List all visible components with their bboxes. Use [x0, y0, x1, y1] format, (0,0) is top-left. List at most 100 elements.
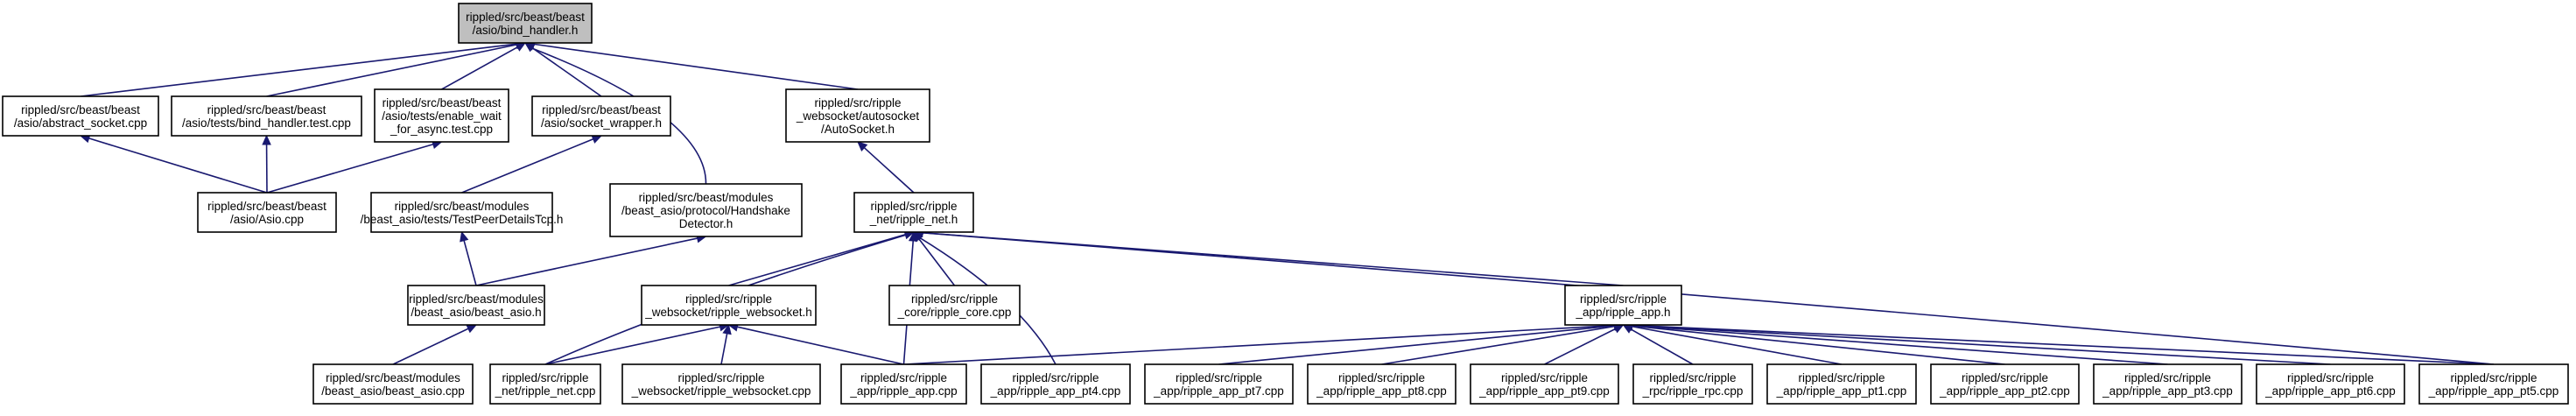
node-ripple-app-pt1-cpp[interactable]: rippled/src/ripple_app/ripple_app_pt1.cp…	[1766, 363, 1917, 405]
node-ripple-app-pt7-cpp[interactable]: rippled/src/ripple_app/ripple_app_pt7.cp…	[1144, 363, 1294, 405]
node-label-line: _rpc/ripple_rpc.cpp	[1642, 384, 1744, 398]
node-label-line: rippled/src/beast/modules	[326, 371, 460, 384]
edge-ripple-app-cpp-to-ripple-app-h	[903, 324, 1615, 365]
node-label-line: /asio/tests/bind_handler.test.cpp	[182, 116, 351, 130]
node-label-line: /asio/Asio.cpp	[230, 213, 304, 226]
edge-ripple-net-h-to-autosocket-h	[863, 147, 915, 194]
node-label-line: /AutoSocket.h	[821, 123, 895, 136]
node-label-line: _websocket/ripple_websocket.cpp	[631, 384, 811, 398]
node-label-line: _net/ripple_net.h	[869, 213, 958, 226]
node-handshake-h[interactable]: rippled/src/beast/modules/beast_asio/pro…	[609, 183, 803, 237]
arrowhead	[466, 324, 478, 334]
node-box	[458, 3, 593, 44]
arrowhead	[722, 323, 732, 335]
node-bind-handler-h[interactable]: rippled/src/beast/beast/asio/bind_handle…	[458, 3, 593, 44]
node-label-line: rippled/src/beast/modules	[639, 191, 774, 204]
node-ripple-app-pt6-cpp[interactable]: rippled/src/ripple_app/ripple_app_pt6.cp…	[2256, 363, 2405, 405]
edge-ripple-app-pt7-cpp-to-ripple-app-h	[1218, 325, 1615, 365]
nodes-layer: rippled/src/beast/beast/asio/bind_handle…	[2, 3, 2569, 405]
arrowhead	[515, 42, 527, 52]
node-label-line: rippled/src/ripple	[2124, 371, 2211, 384]
node-box	[888, 285, 1021, 326]
node-ripple-app-cpp[interactable]: rippled/src/ripple_app/ripple_app.cpp	[840, 363, 967, 405]
node-label-line: rippled/src/ripple	[814, 96, 901, 109]
node-box	[853, 192, 974, 233]
node-ripple-websocket-h[interactable]: rippled/src/ripple_websocket/ripple_webs…	[641, 285, 817, 326]
node-ripple-net-h[interactable]: rippled/src/ripple_net/ripple_net.h	[853, 192, 974, 233]
edge-enable-wait-cpp-to-bind-handler-h	[441, 46, 518, 90]
edge-beast-asio-h-to-handshake-h	[475, 237, 698, 286]
node-box	[1470, 363, 1619, 405]
node-box	[374, 88, 509, 143]
node-ripple-app-pt8-cpp[interactable]: rippled/src/ripple_app/ripple_app_pt8.cp…	[1307, 363, 1456, 405]
node-ripple-app-h[interactable]: rippled/src/ripple_app/ripple_app.h	[1564, 285, 1682, 326]
edge-bind-handler-test-cpp-to-bind-handler-h	[266, 44, 517, 97]
node-box	[621, 363, 821, 405]
edge-socket-wrapper-h-to-bind-handler-h	[531, 47, 602, 97]
node-label-line: /asio/bind_handler.h	[473, 24, 579, 37]
edge-beast-asio-cpp-to-beast-asio-h	[392, 328, 469, 365]
edge-ripple-app-pt6-cpp-to-ripple-app-h	[1632, 324, 2331, 365]
node-ripple-app-pt2-cpp[interactable]: rippled/src/ripple_app/ripple_app_pt2.cp…	[1930, 363, 2080, 405]
node-label-line: rippled/src/ripple	[1012, 371, 1098, 384]
node-label-line: /beast_asio/tests/TestPeerDetailsTcp.h	[361, 213, 564, 226]
node-label-line: _app/ripple_app_pt8.cpp	[1316, 384, 1447, 398]
node-box	[171, 95, 362, 137]
edge-ripple-app-pt8-cpp-to-ripple-app-h	[1381, 325, 1615, 365]
edge-ripple-app-pt1-cpp-to-ripple-app-h	[1632, 325, 1843, 365]
edge-ripple-core-cpp-to-ripple-net-h	[918, 238, 956, 286]
node-box	[1307, 363, 1456, 405]
node-ripple-app-pt9-cpp[interactable]: rippled/src/ripple_app/ripple_app_pt9.cp…	[1470, 363, 1619, 405]
node-label-line: _websocket/autosocket	[796, 109, 920, 123]
node-label-line: _app/ripple_app_pt1.cpp	[1776, 384, 1907, 398]
edge-abstract-socket-cpp-to-bind-handler-h	[80, 43, 517, 97]
node-beast-asio-cpp[interactable]: rippled/src/beast/modules/beast_asio/bea…	[312, 363, 474, 405]
node-ripple-app-pt5-cpp[interactable]: rippled/src/ripple_app/ripple_app_pt5.cp…	[2418, 363, 2569, 405]
arrowhead	[1612, 324, 1625, 334]
node-label-line: _app/ripple_app_pt4.cpp	[990, 384, 1121, 398]
node-label-line: _app/ripple_app_pt5.cpp	[2428, 384, 2559, 398]
node-label-line: /beast_asio/protocol/Handshake	[621, 204, 790, 217]
node-ripple-rpc-cpp[interactable]: rippled/src/ripple_rpc/ripple_rpc.cpp	[1632, 363, 1753, 405]
node-box	[1766, 363, 1917, 405]
node-label-line: rippled/src/beast/beast	[21, 103, 140, 116]
arrowhead	[262, 134, 271, 145]
edge-testpeer-cpp-to-socket-wrapper-h	[461, 138, 594, 194]
node-ripple-app-pt3-cpp[interactable]: rippled/src/ripple_app/ripple_app_pt3.cp…	[2093, 363, 2243, 405]
node-label-line: rippled/src/ripple	[677, 371, 764, 384]
node-box	[312, 363, 474, 405]
node-asio-cpp[interactable]: rippled/src/beast/beast/asio/Asio.cpp	[197, 192, 337, 233]
node-box	[1144, 363, 1294, 405]
node-testpeer-cpp[interactable]: rippled/src/beast/modules/beast_asio/tes…	[361, 192, 564, 233]
node-abstract-socket-cpp[interactable]: rippled/src/beast/beast/asio/abstract_so…	[2, 95, 159, 137]
node-label-line: _for_async.test.cpp	[390, 123, 493, 136]
node-label-line: _app/ripple_app.cpp	[849, 384, 957, 398]
edge-ripple-app-cpp-to-ripple-websocket-h	[737, 326, 904, 365]
edge-ripple-app-pt5-cpp-to-ripple-app-h	[1632, 324, 2495, 365]
node-label-line: rippled/src/beast/beast	[466, 11, 585, 24]
node-bind-handler-test-cpp[interactable]: rippled/src/beast/beast/asio/tests/bind_…	[171, 95, 362, 137]
node-label-line: rippled/src/beast/modules	[409, 293, 544, 306]
node-label-line: /asio/abstract_socket.cpp	[14, 116, 147, 130]
edge-ripple-net-cpp-to-ripple-websocket-h	[544, 326, 720, 365]
edge-ripple-app-pt5-cpp-to-ripple-net-h	[922, 232, 2495, 365]
node-ripple-net-cpp[interactable]: rippled/src/ripple_net/ripple_net.cpp	[489, 363, 601, 405]
node-ripple-core-cpp[interactable]: rippled/src/ripple_core/ripple_core.cpp	[888, 285, 1021, 326]
node-autosocket-h[interactable]: rippled/src/ripple_websocket/autosocket/…	[785, 88, 930, 143]
node-label-line: rippled/src/ripple	[870, 200, 957, 213]
node-label-line: rippled/src/ripple	[1176, 371, 1262, 384]
node-box	[531, 95, 671, 137]
node-box	[785, 88, 930, 143]
node-enable-wait-cpp[interactable]: rippled/src/beast/beast/asio/tests/enabl…	[374, 88, 509, 143]
node-ripple-websocket-cpp[interactable]: rippled/src/ripple_websocket/ripple_webs…	[621, 363, 821, 405]
node-ripple-app-pt4-cpp[interactable]: rippled/src/ripple_app/ripple_app_pt4.cp…	[980, 363, 1131, 405]
arrowhead	[857, 141, 868, 152]
node-box	[609, 183, 803, 237]
node-socket-wrapper-h[interactable]: rippled/src/beast/beast/asio/socket_wrap…	[531, 95, 671, 137]
node-box	[370, 192, 553, 233]
node-beast-asio-h[interactable]: rippled/src/beast/modules/beast_asio/bea…	[407, 285, 545, 326]
node-box	[641, 285, 817, 326]
node-label-line: /beast_asio/beast_asio.h	[411, 306, 541, 319]
edge-beast-asio-h-to-testpeer-cpp	[463, 240, 477, 286]
edge-asio-cpp-to-abstract-socket-cpp	[88, 137, 268, 194]
